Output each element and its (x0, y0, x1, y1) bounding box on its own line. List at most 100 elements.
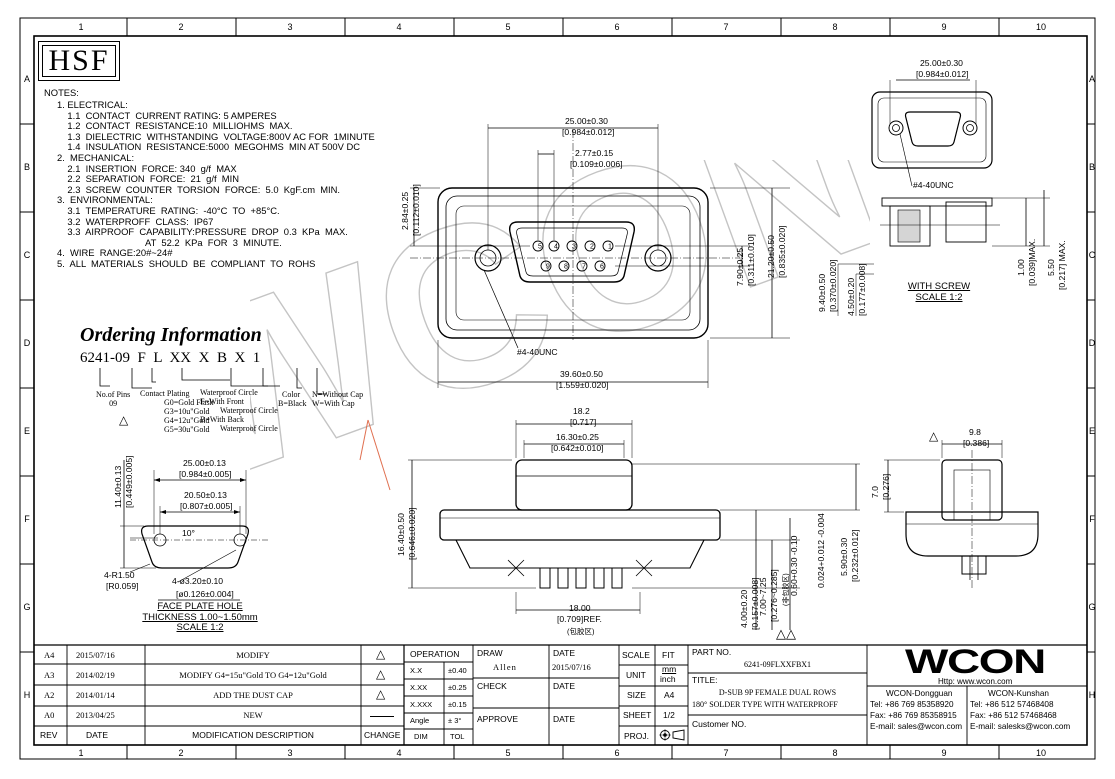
title-line: 180° SOLDER TYPE WITH WATERPROFF (692, 700, 838, 709)
zone-row-b: B (23, 162, 30, 172)
zone-col-8: 8 (832, 22, 838, 32)
rev-change-dash (370, 716, 394, 717)
front-dim: [0.984±0.012] (562, 127, 615, 137)
side-view (408, 420, 860, 630)
side-dim: [0.642±0.010] (551, 443, 604, 453)
revision-triangle-icon: △ (929, 429, 939, 443)
revision-triangle-icon: △ (119, 413, 129, 427)
zone-col-9-bottom: 9 (941, 748, 947, 758)
pin-number: 4 (554, 244, 558, 251)
company-kunshan: WCON-Kunshan Tel: +86 512 57468408 Fax: … (970, 688, 1070, 732)
ordering-waterproof-line: Waterproof Circle (220, 424, 278, 433)
draw-value: Allen (493, 662, 517, 672)
zone-row-c-right: C (1088, 250, 1096, 260)
tolerance-cell: ±0.40 (448, 666, 467, 675)
tolerance-cell: Angle (410, 716, 430, 725)
end-dim: [0.386] (963, 438, 990, 448)
check-label: CHECK (477, 681, 507, 691)
size-value: A4 (664, 690, 675, 700)
company-kunshan-line: Fax: +86 512 57468468 (970, 711, 1057, 720)
faceplate-dim: [0.984±0.005] (179, 469, 232, 479)
zone-row-d-right: D (1088, 338, 1096, 348)
ordering-waterproof-line: Waterproof Circle (220, 406, 278, 415)
note-line: 1.2 CONTACT RESISTANCE:10 MILLIOHMS MAX. (57, 120, 293, 132)
note-line: 1.1 CONTACT CURRENT RATING: 5 AMPERES (57, 109, 277, 121)
scale-label: SCALE (622, 650, 650, 660)
pin-number: 5 (538, 244, 542, 251)
rev-date-cell: 2014/01/14 (76, 690, 115, 700)
zone-col-6-bottom: 6 (614, 748, 620, 758)
tolerance-title: OPERATION (410, 649, 460, 659)
zone-col-3-bottom: 3 (287, 748, 293, 758)
faceplate-dim: 25.00±0.13 (183, 458, 226, 468)
ordering-color-value: B=Black (278, 399, 307, 408)
company-kunshan-line: E-mail: salesks@wcon.com (970, 722, 1071, 731)
ordering-plating-line: G5=30u"Gold (164, 425, 210, 434)
zone-col-4: 4 (396, 22, 402, 32)
ordering-waterproof: Waterproof Circle F=With Front Waterproo… (200, 388, 278, 433)
note-line: 2.3 SCREW COUNTER TORSION FORCE: 5.0 KgF… (57, 183, 341, 195)
pin-number: 8 (564, 264, 568, 271)
rev-desc-cell: ADD THE DUST CAP (213, 690, 293, 700)
faceplate-dim: [R0.059] (106, 581, 139, 591)
pin-number: 3 (572, 244, 576, 251)
zone-col-10: 10 (1035, 22, 1046, 32)
ordering-code: 6241-09 F L XX X B X 1 (80, 350, 261, 366)
ordering-plating: Contact Plating G0=Gold Flash G3=10u"Gol… (140, 389, 214, 434)
zone-row-a-right: A (1088, 74, 1095, 84)
zone-col-10-bottom: 10 (1035, 748, 1046, 758)
ordering-pins-value: 09 (109, 399, 118, 408)
end-view (884, 440, 1039, 590)
ordering-waterproof-line: F=With Front (200, 397, 244, 406)
note-line: 1.4 INSULATION RESISTANCE:5000 MEGOHMS M… (57, 141, 361, 153)
projection-symbol-icon (659, 729, 685, 741)
zone-col-8-bottom: 8 (832, 748, 838, 758)
scale-value: FIT (662, 650, 675, 660)
zone-col-6: 6 (614, 22, 620, 32)
approve-label: APPROVE (477, 714, 519, 724)
notes-heading: NOTES: (44, 87, 79, 98)
ordering-plating-line: G4=12u"Gold (164, 416, 210, 425)
note-line: AT 52.2 KPa FOR 3 MINUTE. (57, 236, 282, 248)
note-line: 2.1 INSERTION FORCE: 340 g/f MAX (57, 162, 237, 174)
front-dim: [0.109±0.006] (570, 159, 623, 169)
unit-mm: mm (662, 664, 677, 674)
zone-row-h: H (23, 690, 31, 700)
note-line: 1.3 DIELECTRIC WITHSTANDING VOLTAGE:800V… (57, 130, 375, 142)
zone-row-c: C (23, 250, 31, 260)
sheet-value: 1/2 (663, 710, 675, 720)
ordering-color-label: Color (282, 390, 301, 399)
rev-header-change: CHANGE (364, 730, 401, 740)
rev-cell: A2 (44, 690, 55, 700)
zone-row-f: F (24, 514, 30, 524)
ordering-waterproof-line: B=With Back (200, 415, 244, 424)
faceplate-caption-line: THICKNESS 1.00~1.50mm (142, 611, 258, 623)
faceplate-caption-line: FACE PLATE HOLE (157, 601, 243, 612)
zone-col-2-bottom: 2 (178, 748, 184, 758)
zone-col-5: 5 (505, 22, 511, 32)
tolerance-cell: X.XXX (410, 700, 433, 709)
side-dim: [0.717] (570, 417, 597, 427)
zone-row-d: D (23, 338, 31, 348)
zone-col-7-bottom: 7 (723, 748, 729, 758)
tolerance-cell: X.XX (410, 683, 428, 692)
zone-row-f-right: F (1089, 514, 1095, 524)
screw-caption-line: SCALE 1:2 (915, 292, 963, 303)
revision-triangle-icon: △△ (776, 626, 796, 641)
ordering-leaders (99, 368, 326, 395)
faceplate-caption: FACE PLATE HOLE THICKNESS 1.00~1.50mm SC… (138, 601, 262, 634)
side-dim: [0.709]REF. (557, 614, 602, 624)
hsf-logo-box: HSF (38, 41, 120, 81)
ordering-plating-line: Contact Plating (140, 389, 190, 398)
rev-desc-cell: NEW (243, 710, 263, 720)
ordering-cap: N=Without Cap W=With Cap (312, 390, 363, 408)
rev-header-rev: REV (40, 730, 58, 740)
unit-inch: inch (660, 674, 676, 684)
ordering-pins-label: No.of Pins (96, 390, 131, 399)
zone-row-a: A (23, 74, 30, 84)
tolerance-cell: DIM (414, 732, 428, 741)
note-line: 4. WIRE RANGE:20#~24# (57, 247, 173, 259)
notes-list: 1. ELECTRICAL: 1.1 CONTACT CURRENT RATIN… (57, 99, 375, 270)
